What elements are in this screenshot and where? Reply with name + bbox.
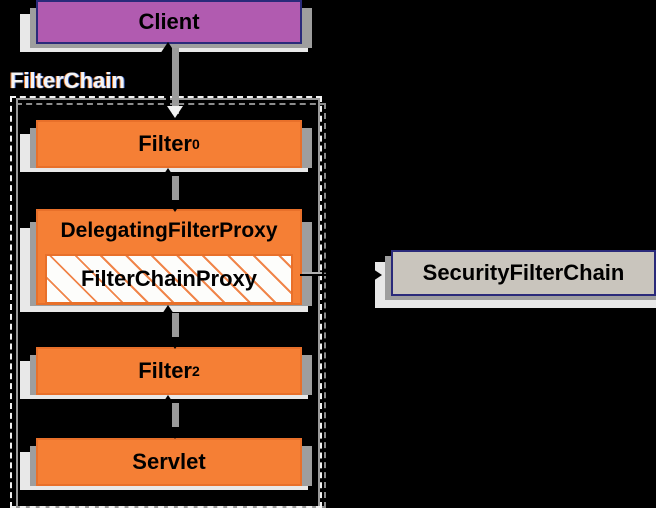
connector-fcp-sfc-grey-stub [300,272,322,275]
node-servlet[interactable]: Servlet [36,438,302,486]
arrow-dfp-filter2-down-head [167,337,183,349]
node-filter-chain-proxy[interactable]: FilterChainProxy [45,254,293,304]
arrow-filter0-dfp-down-line [172,176,179,206]
arrow-client-filter0-down-head [167,106,183,118]
node-filter0-subscript: 0 [192,136,200,152]
arrow-filter2-servlet-up-line [166,405,170,435]
arrow-filter0-dfp-up-line [166,178,170,208]
arrow-filter2-servlet-down-line [172,403,179,433]
connector-fcp-sfc-arrowhead [370,267,382,283]
arrow-filter2-servlet-down-head [167,427,183,439]
node-servlet-label: Servlet [132,449,206,474]
node-filter2-label: Filter [138,358,192,383]
node-security-filter-chain-label: SecurityFilterChain [422,260,625,285]
node-filter2-subscript: 2 [192,363,200,379]
arrow-dfp-filter2-up-line [166,315,170,345]
node-delegating-filter-proxy[interactable]: DelegatingFilterProxy FilterChainProxy [36,209,302,305]
connector-fcp-sfc-line [300,274,372,276]
node-filter-chain-proxy-label: FilterChainProxy [80,266,258,291]
node-security-filter-chain[interactable]: SecurityFilterChain [391,250,656,296]
node-client[interactable]: Client [36,0,302,44]
node-delegating-filter-proxy-label: DelegatingFilterProxy [60,219,278,242]
arrow-filter0-dfp-down-head [167,200,183,212]
arrow-client-filter0-down-line [172,48,179,114]
node-filter0-label: Filter [138,131,192,156]
node-client-label: Client [138,9,200,34]
filterchain-label: FilterChain [10,68,125,93]
arrow-dfp-filter2-down-line [172,313,179,343]
arrow-client-filter0-up-line [166,52,170,112]
